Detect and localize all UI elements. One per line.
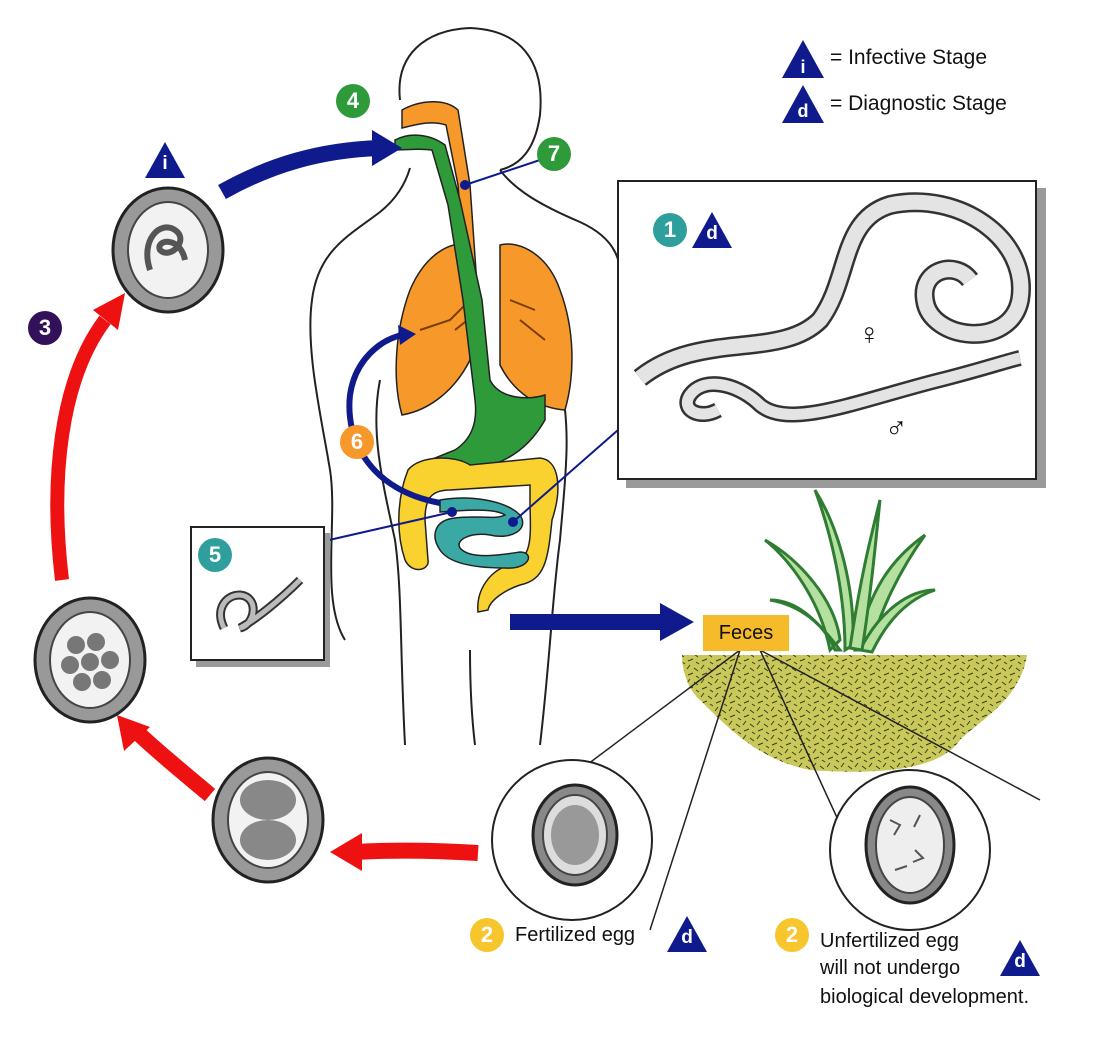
step-2-fertilized-badge: 2 xyxy=(470,918,504,952)
adult-worm-panel xyxy=(617,180,1046,488)
ingestion-arrow xyxy=(218,130,402,199)
female-symbol: ♀ xyxy=(858,318,881,351)
legend-diagnostic-label: = Diagnostic Stage xyxy=(830,92,1007,115)
step-5-badge: 5 xyxy=(198,538,232,572)
fertilized-egg-caption: Fertilized egg xyxy=(515,924,636,946)
legend-infective-label: = Infective Stage xyxy=(830,46,988,69)
unfertilized-egg-triangle: d xyxy=(1000,940,1040,976)
unfertilized-egg-caption-line2: will not undergo xyxy=(820,957,961,979)
male-symbol: ♂ xyxy=(885,412,908,445)
step-7-badge: 7 xyxy=(537,137,571,171)
adult-worms-triangle: d xyxy=(692,212,732,248)
excretion-arrow xyxy=(510,603,694,641)
unfertilized-egg-mark: d xyxy=(1014,951,1026,972)
step-6-badge: 6 xyxy=(340,425,374,459)
legend-infective-symbol: i xyxy=(800,57,806,77)
fertilized-egg-mark: d xyxy=(681,927,693,948)
feces-label: Feces xyxy=(703,615,789,651)
migration-arrow xyxy=(346,325,441,506)
egg-embryonated xyxy=(111,186,225,314)
infective-egg-triangle: i xyxy=(145,142,185,178)
legend-infective-icon xyxy=(782,40,824,78)
egg-morula xyxy=(33,596,147,724)
egg-two-cell xyxy=(211,756,325,884)
esophagus-stomach xyxy=(394,134,546,471)
small-intestine xyxy=(434,497,530,569)
step-4-badge: 4 xyxy=(336,84,370,118)
fertilized-egg-circle xyxy=(491,759,653,921)
large-intestine xyxy=(398,457,559,613)
grass xyxy=(764,489,936,654)
unfertilized-egg-circle xyxy=(829,769,991,931)
step-3-badge: 3 xyxy=(28,311,62,345)
unfertilized-egg-caption-line3: biological development. xyxy=(820,986,1030,1008)
pointer-lines xyxy=(311,159,627,548)
step-1-badge: 1 xyxy=(653,213,687,247)
fertilized-egg-triangle: d xyxy=(667,916,707,952)
unfertilized-egg-caption-line1: Unfertilized egg xyxy=(820,930,959,952)
infective-egg-mark: i xyxy=(162,153,168,174)
soil xyxy=(682,655,1027,772)
human-body-outline xyxy=(309,26,623,746)
adult-worms-mark: d xyxy=(706,223,718,244)
legend-diagnostic-icon xyxy=(782,85,824,123)
step-2-unfertilized-badge: 2 xyxy=(775,918,809,952)
embryonation-arrows xyxy=(50,293,479,871)
legend-diagnostic-symbol: d xyxy=(797,101,809,121)
